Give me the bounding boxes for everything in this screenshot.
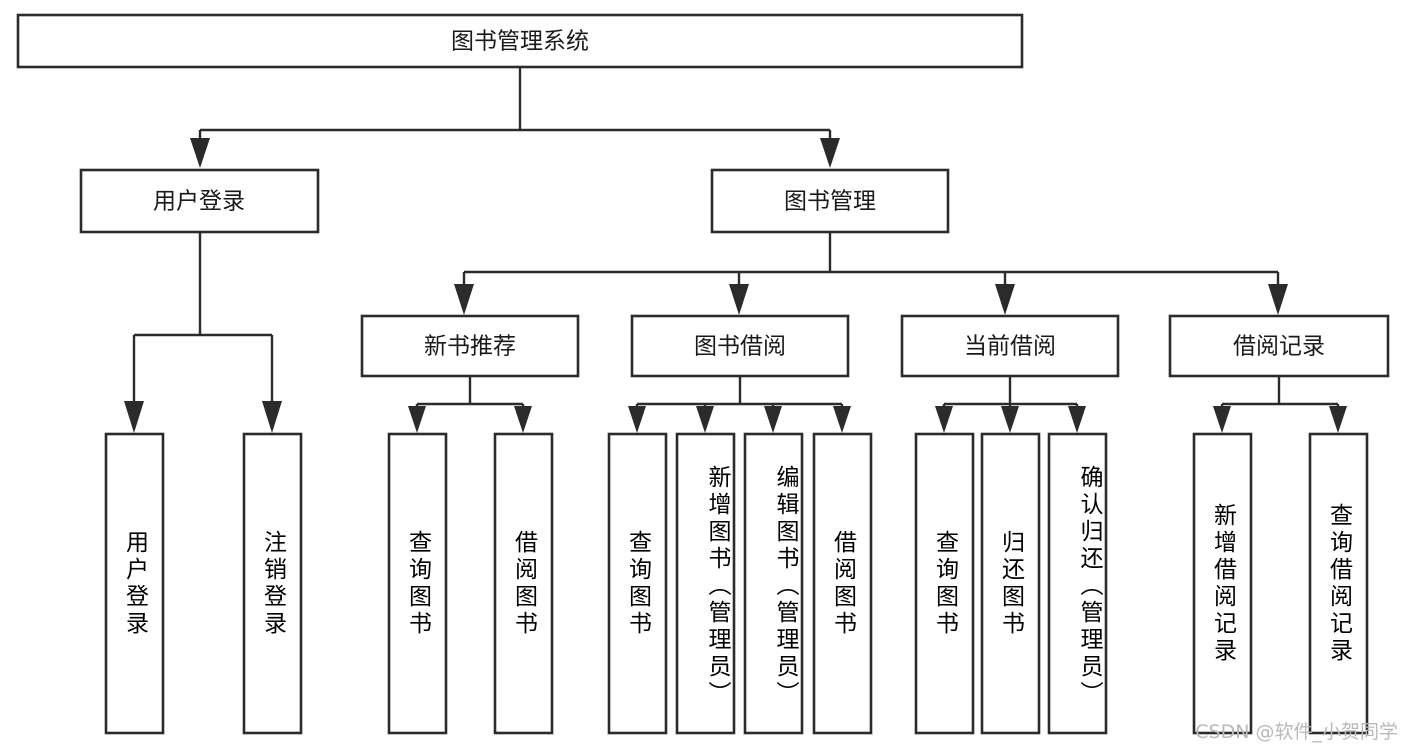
node-leaf-cb-return-book-label: 归还图书	[997, 529, 1024, 638]
arrowhead-bb-leaf-3	[764, 406, 782, 433]
node-leaf-br-query-record[interactable]	[1308, 432, 1369, 735]
arrowhead-leaf-user-login	[124, 401, 144, 433]
arrowhead-book-manage	[820, 138, 840, 168]
node-book-borrow-box[interactable]	[630, 314, 850, 378]
node-leaf-cb-query-book[interactable]	[914, 432, 975, 735]
node-leaf-bb-edit-book[interactable]	[743, 432, 804, 735]
node-leaf-bb-add-book-box[interactable]	[675, 432, 736, 735]
watermark-label: CSDN @软件_小贺同学	[1195, 721, 1398, 743]
node-leaf-bb-query-book-label: 查询图书	[624, 529, 651, 638]
node-leaf-bb-add-book-label: 新增图书（管理员）	[704, 465, 730, 708]
node-root-box[interactable]	[16, 13, 1024, 69]
arrowhead-nbr-leaf-2	[514, 406, 532, 433]
node-user-login[interactable]: 用户登录	[79, 168, 320, 234]
node-leaf-logout[interactable]	[242, 432, 303, 735]
arrowhead-borrow-record	[1268, 284, 1288, 315]
node-leaf-cb-query-book-box[interactable]	[914, 432, 975, 735]
node-leaf-nbr-borrow-book-label: 借阅图书	[510, 529, 537, 638]
node-leaf-nbr-borrow-book-box[interactable]	[493, 432, 554, 735]
node-leaf-cb-confirm-return-label: 确认归还（管理员）	[1076, 465, 1102, 708]
node-current-borrow-box[interactable]	[900, 314, 1120, 378]
node-leaf-bb-add-book[interactable]	[675, 432, 736, 735]
node-leaf-br-add-record-label: 新增借阅记录	[1209, 502, 1236, 665]
node-leaf-bb-edit-book-box[interactable]	[743, 432, 804, 735]
arrowhead-cb-leaf-3	[1068, 406, 1086, 433]
node-leaf-bb-query-book-box[interactable]	[607, 432, 668, 735]
node-leaf-bb-borrow-book-label: 借阅图书	[829, 529, 856, 638]
arrowhead-new-book-recommend	[454, 284, 474, 315]
node-leaf-bb-borrow-book-box[interactable]	[812, 432, 873, 735]
node-leaf-br-add-record[interactable]	[1192, 432, 1253, 735]
arrowhead-user-login	[190, 138, 210, 168]
node-leaf-logout-label: 注销登录	[259, 529, 286, 638]
node-leaf-cb-return-book-box[interactable]	[980, 432, 1041, 735]
node-current-borrow-label: 当前借阅	[964, 334, 1056, 360]
arrowhead-cb-leaf-2	[1001, 406, 1019, 433]
node-leaf-cb-return-book[interactable]	[980, 432, 1041, 735]
arrowhead-nbr-leaf-1	[408, 406, 426, 433]
node-book-management-box[interactable]	[710, 168, 950, 234]
arrowhead-current-borrow	[995, 284, 1015, 315]
node-book-management-label: 图书管理	[784, 189, 876, 215]
node-leaf-user-login-label: 用户登录	[121, 529, 148, 638]
arrowhead-br-leaf-1	[1213, 406, 1231, 433]
arrowhead-book-borrow	[729, 284, 749, 315]
node-leaf-bb-edit-book-label: 编辑图书（管理员）	[772, 465, 798, 708]
node-user-login-box[interactable]	[79, 168, 320, 234]
node-leaf-bb-query-book[interactable]	[607, 432, 668, 735]
node-book-borrow[interactable]: 图书借阅	[630, 314, 850, 378]
node-current-borrow[interactable]: 当前借阅	[900, 314, 1120, 378]
node-root-label: 图书管理系统	[451, 29, 589, 55]
node-leaf-br-add-record-box[interactable]	[1192, 432, 1253, 735]
node-leaf-br-query-record-label: 查询借阅记录	[1325, 502, 1352, 665]
node-book-management[interactable]: 图书管理	[710, 168, 950, 234]
arrowhead-br-leaf-2	[1329, 406, 1347, 433]
arrowhead-cb-leaf-1	[935, 406, 953, 433]
arrowhead-bb-leaf-4	[833, 406, 851, 433]
node-borrow-record-label: 借阅记录	[1233, 334, 1325, 360]
node-leaf-cb-query-book-label: 查询图书	[931, 529, 958, 638]
connector-layer	[124, 67, 1347, 433]
node-leaf-nbr-query-book[interactable]	[387, 432, 448, 735]
arrowhead-bb-leaf-2	[696, 406, 714, 433]
node-borrow-record-box[interactable]	[1168, 314, 1390, 378]
node-leaf-cb-confirm-return-box[interactable]	[1047, 432, 1108, 735]
node-leaf-br-query-record-box[interactable]	[1308, 432, 1369, 735]
node-leaf-user-login[interactable]	[104, 432, 165, 735]
node-root[interactable]: 图书管理系统	[16, 13, 1024, 69]
node-leaf-user-login-box[interactable]	[104, 432, 165, 735]
node-leaf-bb-borrow-book[interactable]	[812, 432, 873, 735]
node-leaf-nbr-borrow-book[interactable]	[493, 432, 554, 735]
node-new-book-recommend-label: 新书推荐	[424, 334, 516, 360]
node-leaf-cb-confirm-return[interactable]	[1047, 432, 1108, 735]
arrowhead-bb-leaf-1	[628, 406, 646, 433]
node-borrow-record[interactable]: 借阅记录	[1168, 314, 1390, 378]
node-new-book-recommend-box[interactable]	[360, 314, 580, 378]
node-leaf-nbr-query-book-label: 查询图书	[404, 529, 431, 638]
node-new-book-recommend[interactable]: 新书推荐	[360, 314, 580, 378]
node-book-borrow-label: 图书借阅	[694, 334, 786, 360]
node-user-login-label: 用户登录	[153, 189, 245, 215]
node-leaf-nbr-query-book-box[interactable]	[387, 432, 448, 735]
arrowhead-leaf-logout	[262, 401, 282, 433]
node-leaf-logout-box[interactable]	[242, 432, 303, 735]
